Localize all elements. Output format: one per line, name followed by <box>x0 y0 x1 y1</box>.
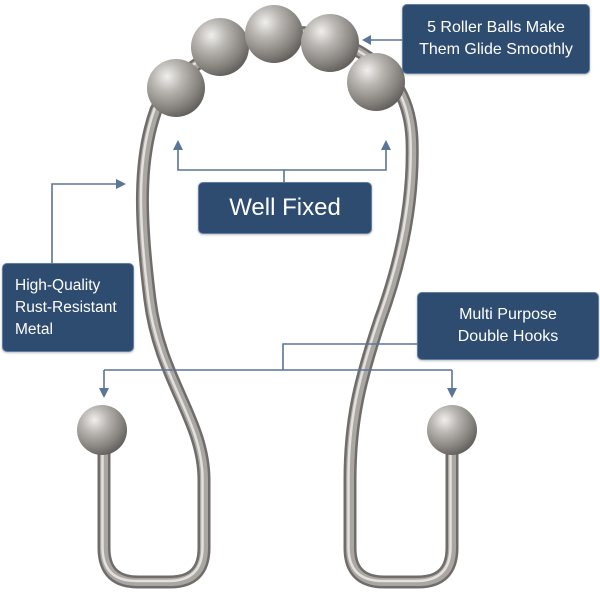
callout-roller-balls-line-1: 5 Roller Balls Make <box>427 19 565 36</box>
end-ball-left <box>77 405 127 455</box>
roller-balls <box>147 5 405 117</box>
callout-well-fixed: Well Fixed <box>198 182 372 234</box>
arrowhead <box>173 140 183 150</box>
callout-well-fixed-label: Well Fixed <box>229 194 341 221</box>
arrowhead <box>381 140 391 150</box>
roller-ball <box>245 5 303 63</box>
callout-material-line-1: High-Quality <box>15 276 101 294</box>
end-balls <box>77 405 477 455</box>
arrowhead <box>116 179 126 189</box>
callout-roller-balls: 5 Roller Balls Make Them Glide Smoothly <box>402 4 590 74</box>
callout-material: High-Quality Rust-Resistant Metal <box>2 263 134 352</box>
pointer-arrowheads <box>99 35 457 398</box>
pointer-lines <box>51 39 453 393</box>
callout-material-line-3: Metal <box>15 320 53 338</box>
end-ball-right <box>427 405 477 455</box>
roller-ball <box>147 59 205 117</box>
arrowhead <box>447 388 457 398</box>
roller-ball <box>191 18 249 76</box>
callout-double-hooks-line-2: Double Hooks <box>457 328 559 345</box>
hook-wire <box>97 26 459 589</box>
arrowhead <box>99 388 109 398</box>
arrowhead <box>362 35 371 45</box>
roller-ball <box>347 53 405 111</box>
callout-material-line-2: Rust-Resistant <box>15 298 117 316</box>
callout-roller-balls-line-2: Them Glide Smoothly <box>419 41 573 58</box>
roller-ball <box>301 14 359 72</box>
callout-double-hooks-line-1: Multi Purpose <box>459 306 557 323</box>
callout-double-hooks: Multi Purpose Double Hooks <box>417 292 599 360</box>
